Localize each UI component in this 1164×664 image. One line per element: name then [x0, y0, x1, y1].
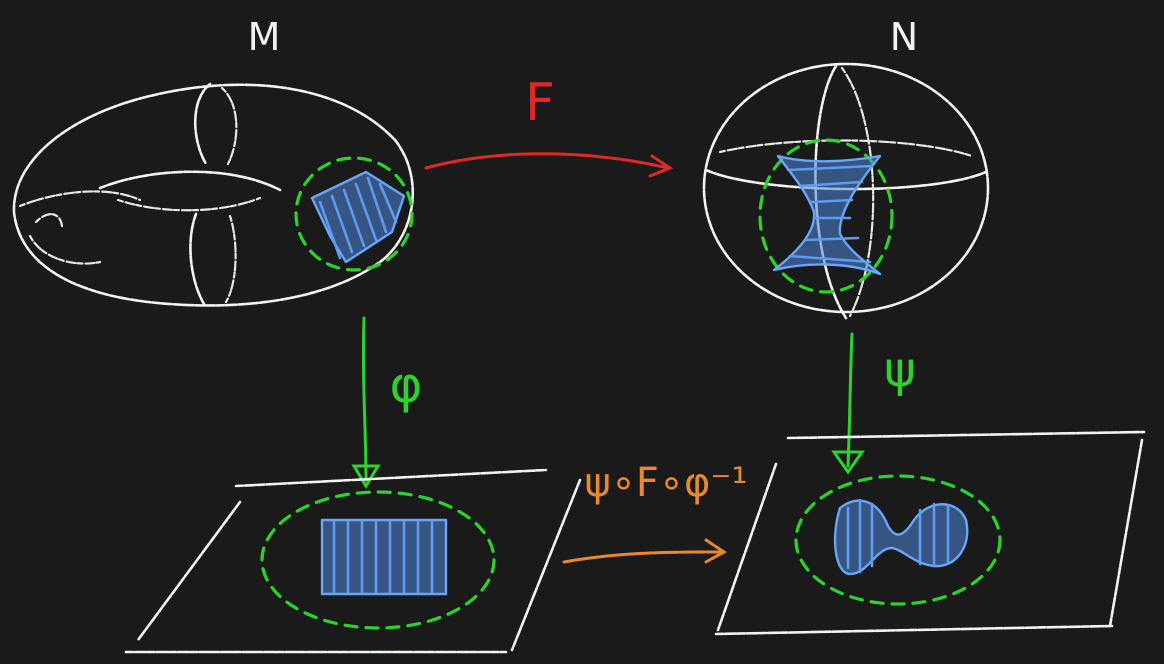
blue-region-on-m: [310, 170, 406, 264]
label-transition-map: ψ∘F∘φ⁻¹: [584, 460, 747, 506]
map-f-arrow: [424, 152, 670, 170]
label-map-f: F: [525, 73, 555, 133]
chart-image-phi: [260, 490, 496, 630]
label-chart-psi: ψ: [884, 342, 916, 398]
chart-psi-arrowhead: [831, 450, 865, 475]
blue-hatching-on-n: [786, 164, 874, 264]
label-manifold-n: N: [890, 15, 918, 59]
chart-domain-on-m: [294, 156, 414, 272]
transition-map-arrow: [562, 550, 724, 564]
blue-region-image-phi: [320, 518, 448, 596]
transition-map-arrowhead: [704, 538, 727, 564]
torus-manifold-m: [12, 82, 415, 307]
chart-phi-arrow: [361, 316, 368, 482]
blue-hatching-image-phi: [332, 520, 434, 594]
label-manifold-m: M: [248, 15, 281, 59]
chart-phi-arrowhead: [351, 464, 381, 489]
blue-hatching-on-m: [318, 176, 398, 260]
map-f-arrowhead: [648, 154, 674, 178]
blue-hatching-image-psi: [846, 498, 950, 574]
chart-image-psi: [794, 474, 1002, 606]
chart-psi-arrow: [846, 332, 854, 468]
left-coordinate-plane: [124, 468, 582, 654]
chart-domain-on-n: [758, 138, 894, 294]
right-coordinate-plane: [714, 430, 1146, 636]
label-chart-phi: φ: [390, 356, 423, 414]
